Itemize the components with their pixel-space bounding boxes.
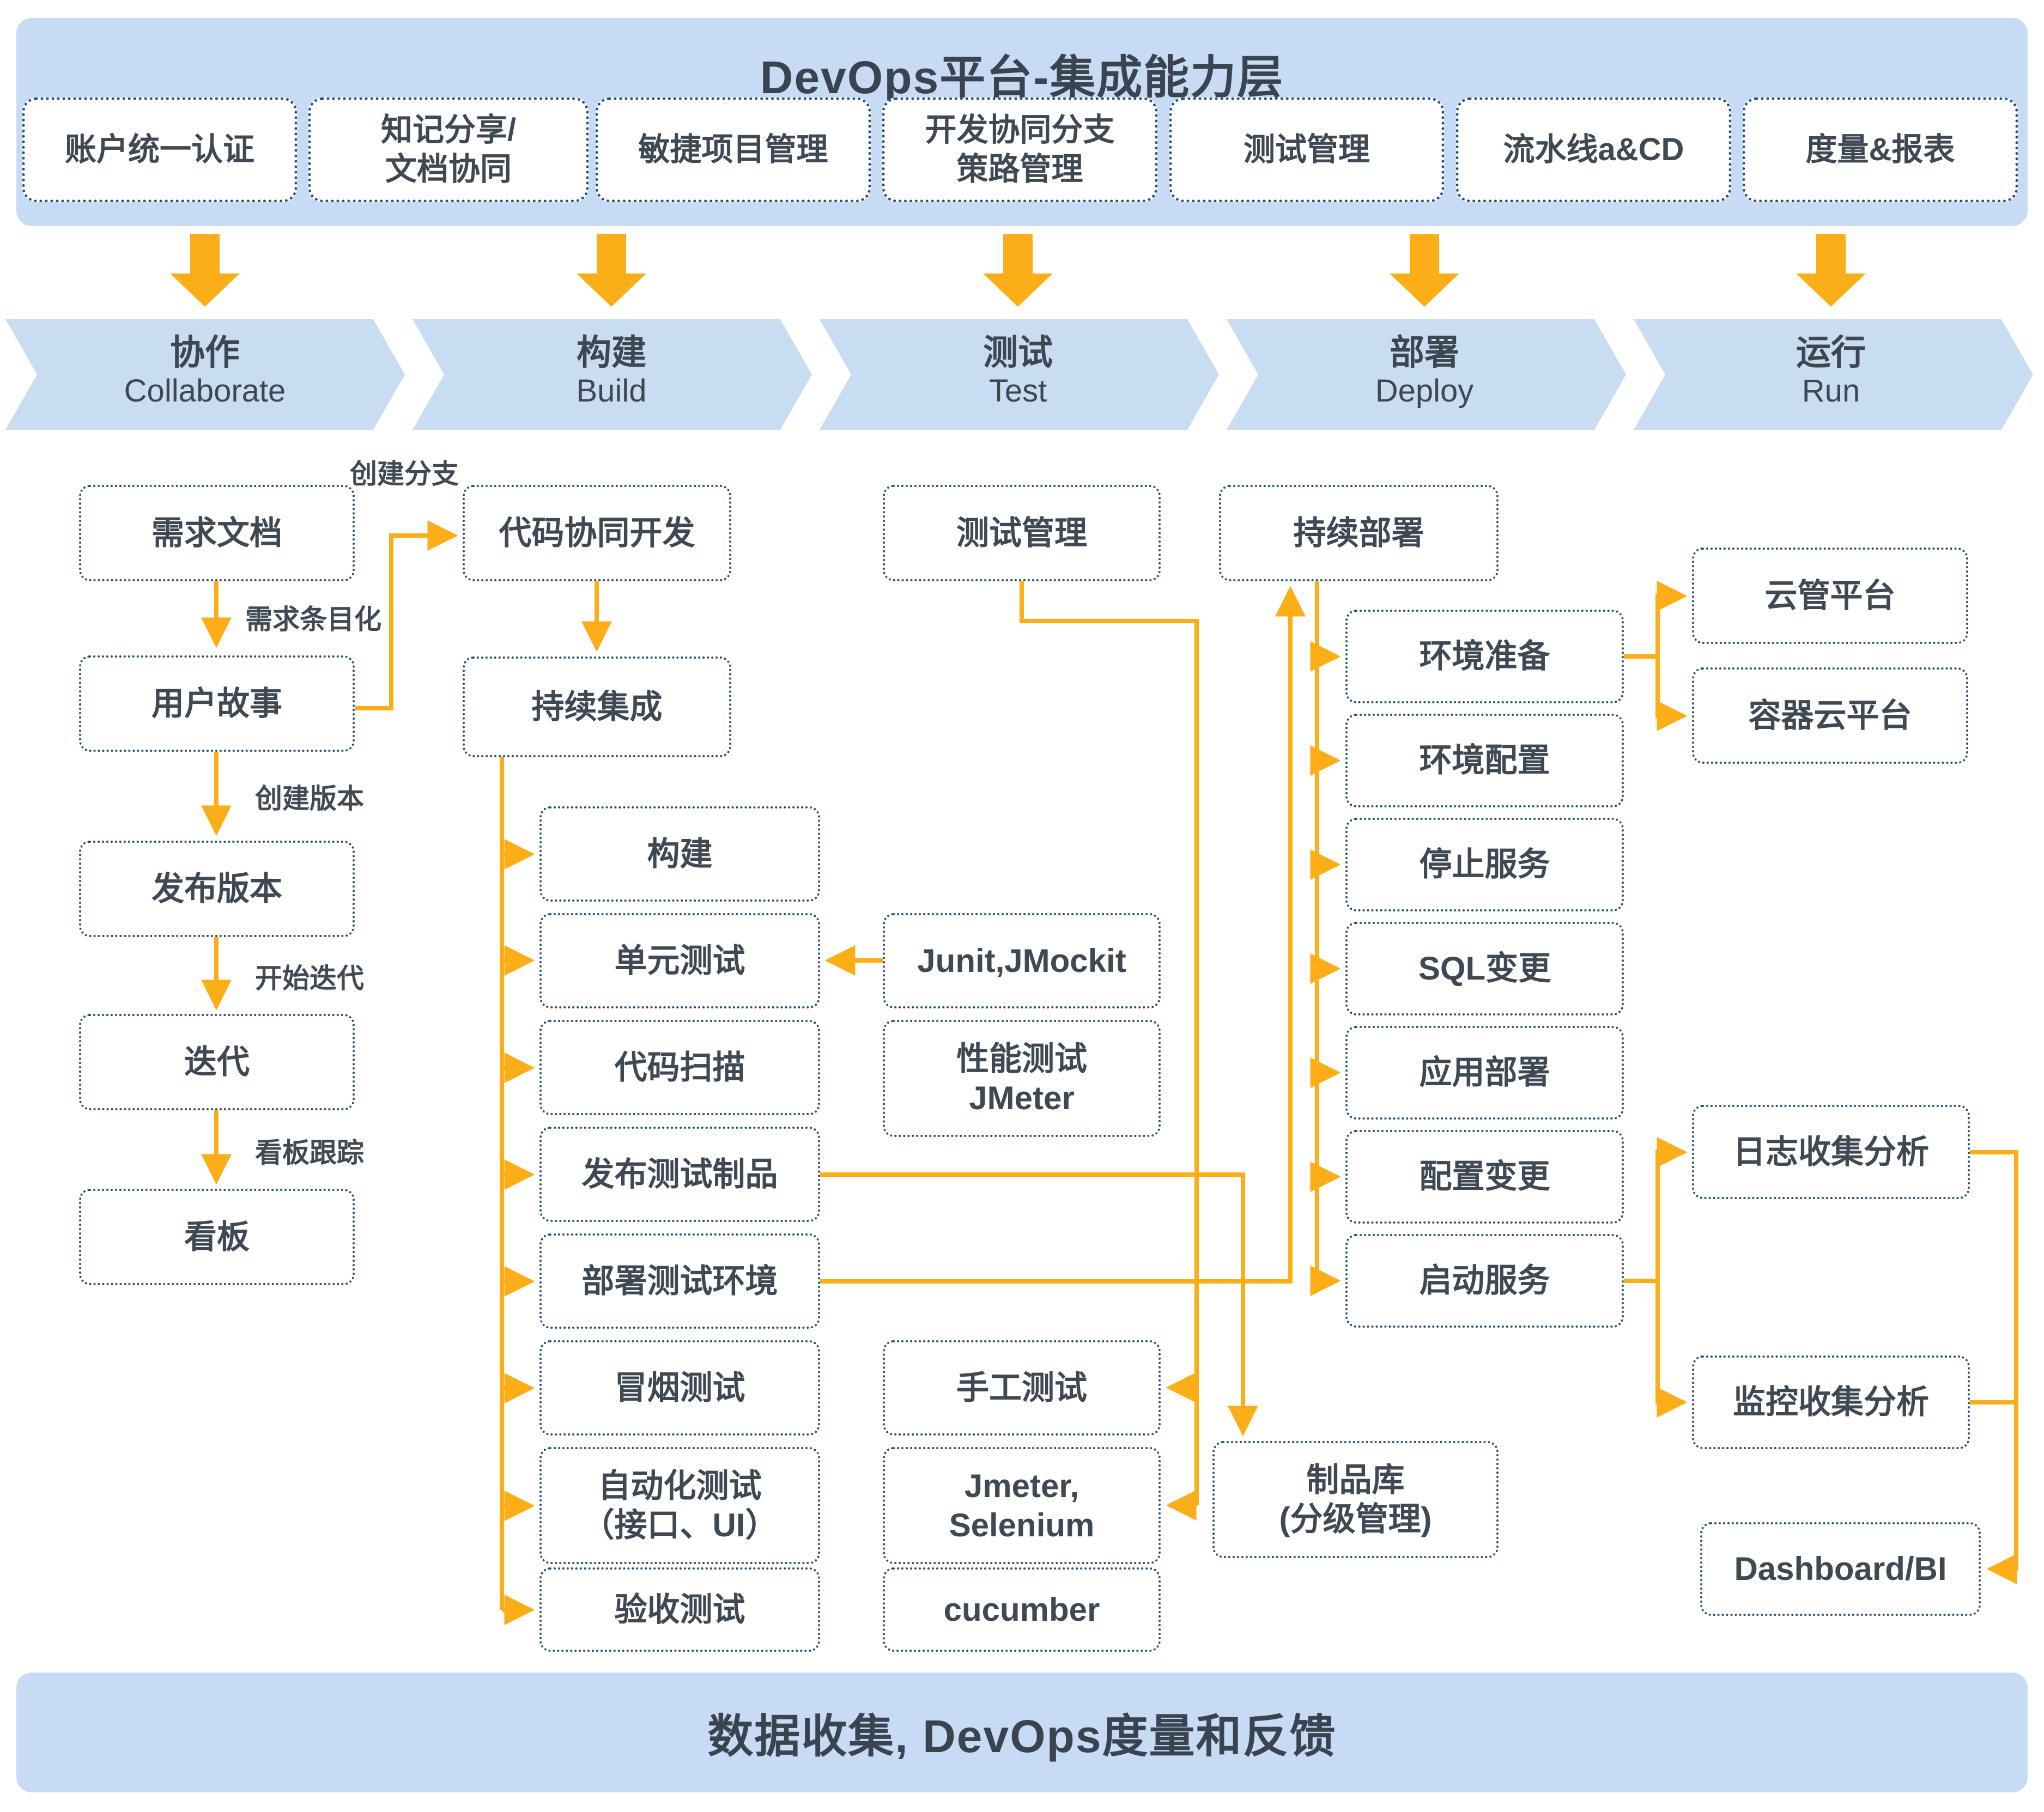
node-continuous-deployment: 持续部署 [1219, 485, 1499, 581]
footer-title: 数据收集, DevOps度量和反馈 [707, 1710, 1337, 1762]
node-junit-jmockit: Junit,JMockit [883, 913, 1161, 1008]
stage-build: 构建 Build [576, 333, 647, 409]
chevron-build [413, 319, 812, 430]
down-arrow-collaborate [170, 234, 240, 307]
node-acceptance-test: 验收测试 [539, 1567, 820, 1652]
edge-log-dashboard [1970, 1150, 2018, 1584]
down-arrow-test [983, 234, 1053, 307]
node-dashboard-bi: Dashboard/BI [1700, 1522, 1981, 1616]
node-artifact-repo: 制品库 (分级管理) [1212, 1441, 1499, 1558]
capability-knowledge-share: 知记分享/ 文档协同 [308, 98, 589, 202]
node-code-scan: 代码扫描 [539, 1020, 820, 1115]
stage-run: 运行 Run [1796, 333, 1866, 409]
node-unit-test: 单元测试 [539, 913, 820, 1008]
chevron-run [1634, 319, 2033, 430]
node-stop-service: 停止服务 [1345, 818, 1624, 911]
node-app-deploy: 应用部署 [1345, 1026, 1624, 1120]
node-kanban: 看板 [79, 1189, 355, 1285]
edge-label-create-branch: 创建分支 [350, 459, 459, 489]
node-cloud-mgmt-platform: 云管平台 [1692, 548, 1968, 644]
edge-startservice-monitor [1655, 1281, 1688, 1418]
capability-branch-strategy: 开发协同分支 策路管理 [882, 98, 1157, 202]
down-arrow-run [1796, 234, 1866, 307]
stage-test: 测试 Test [983, 333, 1053, 409]
edge-label-kanban-track: 看板跟踪 [255, 1138, 364, 1168]
capability-agile-pm: 敏捷项目管理 [596, 98, 871, 202]
edge-label-start-iteration: 开始迭代 [255, 963, 364, 994]
node-manual-test: 手工测试 [883, 1340, 1161, 1436]
chevron-deploy [1227, 319, 1626, 430]
chevron-collaborate [5, 319, 405, 430]
chevron-test [820, 319, 1219, 430]
node-test-management: 测试管理 [883, 485, 1161, 581]
edge-userstory-codedev [355, 520, 458, 710]
capability-test-mgmt: 测试管理 [1169, 98, 1444, 202]
node-log-analysis: 日志收集分析 [1692, 1105, 1970, 1199]
node-start-service: 启动服务 [1345, 1234, 1624, 1328]
node-config-change: 配置变更 [1345, 1130, 1624, 1224]
capability-pipeline-cd: 流水线a&CD [1456, 98, 1731, 202]
edge-testmgmt-trunk [1020, 581, 1199, 1505]
node-release-version: 发布版本 [79, 841, 355, 937]
capability-account-auth: 账户统一认证 [22, 98, 297, 202]
edge-startservice-log [1624, 1137, 1688, 1283]
edge-envprep-containercloud [1655, 656, 1688, 731]
node-env-config: 环境配置 [1345, 714, 1624, 807]
node-requirements-doc: 需求文档 [79, 485, 355, 581]
bottom-banner: 数据收集, DevOps度量和反馈 [16, 1673, 2028, 1792]
node-jmeter-selenium: Jmeter, Selenium [883, 1447, 1161, 1564]
node-env-prepare: 环境准备 [1345, 610, 1624, 703]
node-automation-test: 自动化测试 （接口、UI） [539, 1447, 820, 1564]
page-title: DevOps平台-集成能力层 [760, 52, 1284, 103]
down-arrow-build [577, 234, 646, 307]
node-performance-test: 性能测试 JMeter [883, 1020, 1161, 1137]
stage-deploy: 部署 Deploy [1375, 333, 1474, 409]
edge-envprep-cloudmgmt [1624, 581, 1688, 659]
node-cucumber: cucumber [883, 1567, 1161, 1652]
stage-down-arrows [170, 234, 1866, 307]
edge-label-req-itemize: 需求条目化 [245, 604, 381, 635]
node-sql-change: SQL变更 [1345, 922, 1624, 1016]
edge-publishartifact-repo [820, 1172, 1258, 1437]
node-container-cloud: 容器云平台 [1692, 667, 1968, 764]
node-code-collab-dev: 代码协同开发 [463, 485, 731, 581]
capability-metrics-report: 度量&报表 [1743, 98, 2018, 202]
node-continuous-integration: 持续集成 [463, 656, 731, 757]
node-iteration: 迭代 [79, 1014, 355, 1110]
stage-chevrons [5, 319, 2033, 430]
node-monitor-analysis: 监控收集分析 [1692, 1355, 1970, 1449]
edge-deploytestenv-cd [820, 586, 1306, 1284]
down-arrow-deploy [1390, 234, 1459, 307]
node-user-story: 用户故事 [79, 655, 355, 752]
stage-collaborate: 协作 Collaborate [124, 333, 286, 409]
node-publish-test-artifact: 发布测试制品 [539, 1127, 820, 1222]
edge-label-create-version: 创建版本 [255, 783, 364, 814]
node-deploy-test-env: 部署测试环境 [539, 1233, 820, 1329]
node-smoke-test: 冒烟测试 [539, 1340, 820, 1436]
node-build-step: 构建 [539, 806, 820, 902]
